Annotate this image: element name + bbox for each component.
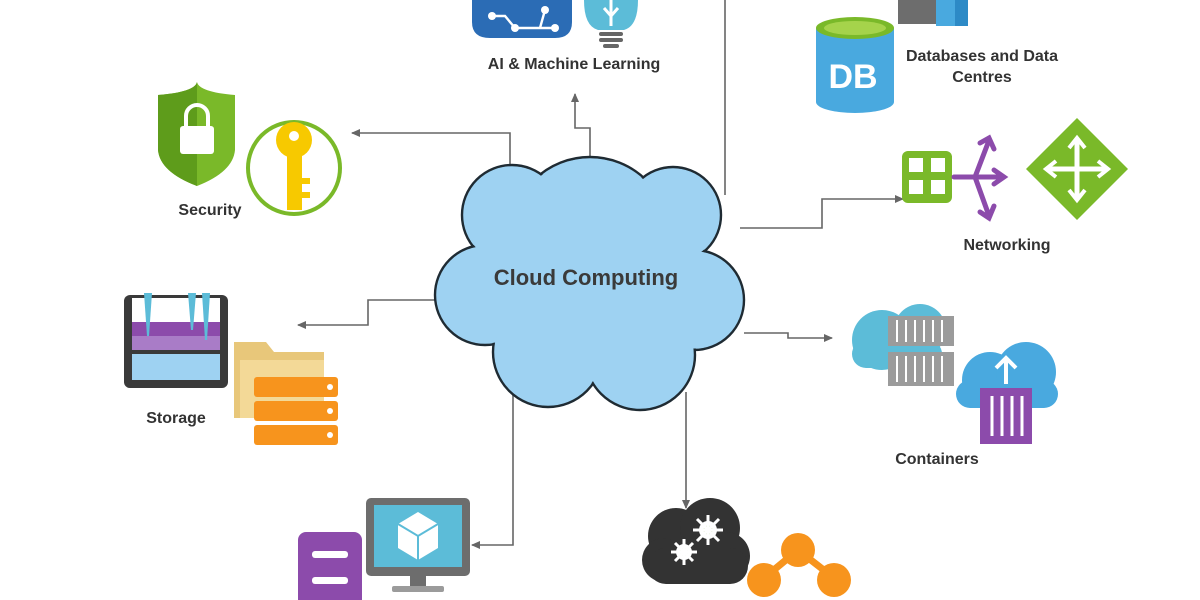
document-icon [298, 532, 362, 600]
storage-label: Storage [146, 410, 206, 427]
connector-compute [471, 392, 514, 549]
node-security: Security [158, 82, 342, 219]
node-networking: Networking [902, 118, 1128, 254]
databases-label-line2: Centres [952, 69, 1012, 86]
network-switch-icon [902, 151, 952, 203]
central-cloud: Cloud Computing [433, 155, 746, 412]
lightbulb-icon [584, 0, 638, 48]
pipeline-nodes-icon [747, 533, 851, 597]
monitor-icon [366, 498, 470, 592]
server-stack-icon [254, 377, 338, 445]
router-icon [1026, 118, 1128, 220]
networking-label: Networking [963, 237, 1050, 254]
connector-ai [571, 93, 591, 158]
databases-label-line1: Databases and Data [906, 48, 1058, 65]
cloud-upload-icon [956, 342, 1058, 444]
storage-bin-icon [124, 293, 228, 388]
cloud-gears-icon [642, 498, 750, 584]
ai-label: AI & Machine Learning [488, 56, 660, 73]
security-label: Security [178, 202, 241, 219]
cloud-container-icon [852, 304, 954, 386]
connector-containers [744, 332, 833, 342]
connector-networking [740, 195, 904, 229]
database-icon: DB [816, 17, 894, 113]
center-label: Cloud Computing [494, 265, 679, 290]
node-ai: AI & Machine Learning [472, 0, 660, 73]
shield-lock-icon [158, 82, 235, 186]
key-icon [246, 120, 342, 216]
node-devops [642, 498, 851, 597]
containers-label: Containers [895, 451, 979, 468]
node-databases: DB Databases and Data Centres [816, 0, 1058, 113]
connectors [297, 0, 904, 549]
database-icon-text: DB [828, 58, 877, 96]
branch-arrows-icon [951, 134, 1009, 222]
connector-security [351, 129, 511, 168]
connector-storage [297, 299, 438, 329]
server-rack-icon [898, 0, 968, 26]
node-compute [298, 498, 470, 600]
node-containers: Containers [852, 304, 1058, 468]
brain-circuit-icon [472, 0, 572, 38]
node-storage: Storage [124, 293, 338, 445]
